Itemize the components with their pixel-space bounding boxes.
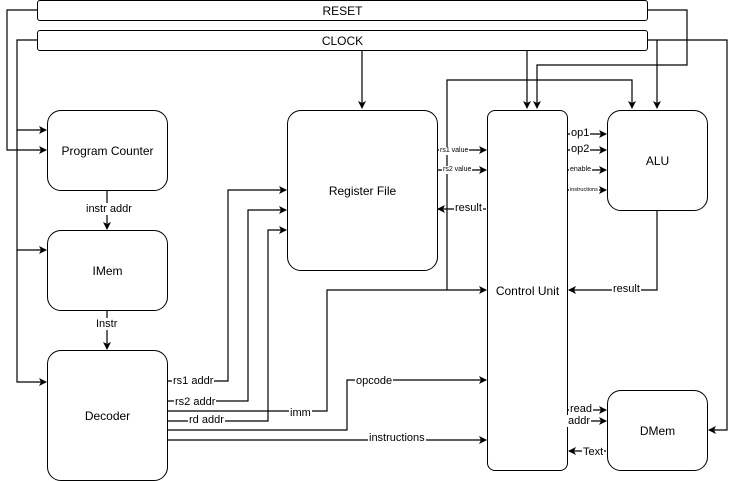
alu-label: ALU [645,153,670,168]
dmem-block: DMem [607,390,708,471]
decoder-block: Decoder [47,350,168,481]
rs1-addr-label: rs1 addr [172,375,215,387]
register-file-label: Register File [328,183,397,198]
program-counter-label: Program Counter [61,143,154,158]
imm-label: imm [289,407,312,419]
wire-clock-to-dmem [657,39,728,434]
enable-label: enable [569,166,593,174]
op1-label: op1 [570,127,591,139]
addr-label: addr [567,415,592,427]
wire-cu-to-alu-top [446,79,636,290]
alu-block: ALU [607,110,708,211]
rs2-addr-label: rs2 addr [174,396,217,408]
wire-rd-addr [168,226,287,422]
imem-label: IMem [92,263,123,278]
wire-clock-to-pc [16,39,47,134]
instr-addr-label: instr addr [85,203,133,215]
alu-result-label: result [612,283,641,295]
program-counter-block: Program Counter [47,110,168,191]
register-file-block: Register File [287,110,438,271]
rd-addr-label: rd addr [188,414,225,426]
reset-bus: RESET [37,0,648,21]
text-label: Text [582,446,605,458]
read-label: read [569,403,594,415]
wire-clock-to-imem [16,130,47,254]
rs2-value-label: rs2 value [442,166,473,174]
instr-label: Instr [95,318,119,330]
rs1-value-label: rs1 value [439,147,470,155]
instructions-label: instructions [368,432,426,444]
wire-opcode [167,376,487,431]
dmem-label: DMem [639,423,676,438]
control-unit-label: Control Unit [495,283,560,298]
op2-label: op2 [570,143,591,155]
decoder-label: Decoder [84,408,131,423]
control-unit-block: Control Unit [487,110,568,471]
wire-clock-to-alu [648,39,661,109]
wire-clock-to-decoder [16,250,47,386]
wire-reset-to-pc [6,9,47,154]
clock-bus: CLOCK [37,30,648,51]
opcode-label: opcode [355,375,394,387]
alu-instructions-label: instructions [569,187,599,194]
clock-label: CLOCK [321,33,364,48]
wire-reset-to-cu [533,9,688,109]
rf-result-label: result [454,202,483,214]
imem-block: IMem [47,230,168,311]
wire-alu-result [568,210,658,294]
reset-label: RESET [322,3,363,18]
wire-imm [167,286,487,412]
